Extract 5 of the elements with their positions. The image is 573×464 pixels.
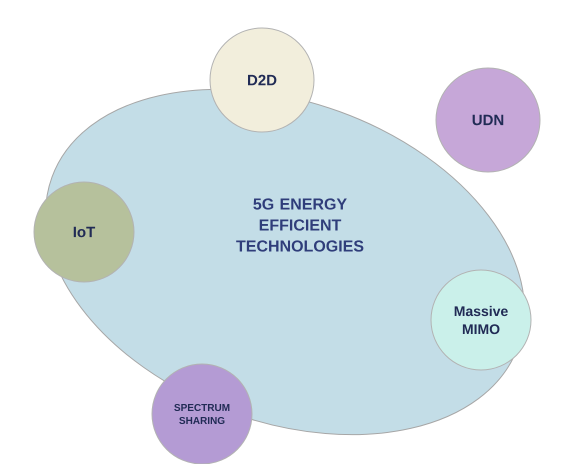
circle-node: D2D — [210, 28, 314, 132]
circle-node: SPECTRUM SHARING — [152, 364, 252, 464]
circle-node: IoT — [34, 182, 134, 282]
circle-node: Massive MIMO — [430, 270, 532, 370]
circle-node: UDN — [436, 68, 540, 172]
